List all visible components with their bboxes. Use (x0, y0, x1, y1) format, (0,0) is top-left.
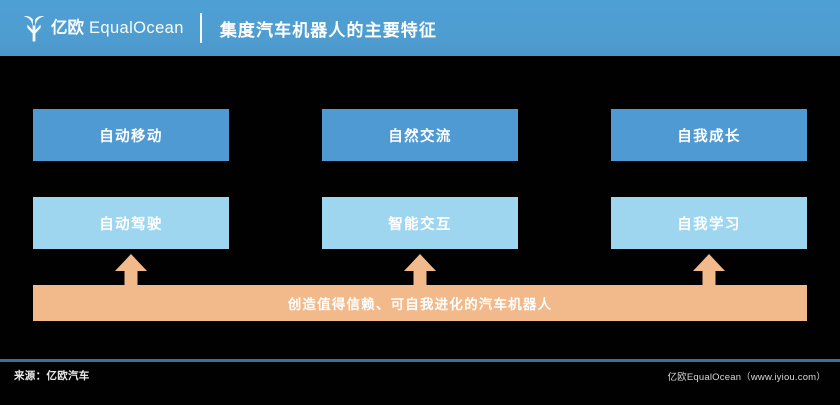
technology-box-3: 自我学习 (611, 197, 807, 249)
technology-box-2: 智能交互 (322, 197, 518, 249)
diagram-board: 自动移动 自然交流 自我成长 自动驾驶 智能交互 自我学习 创造值得信赖、可自我… (0, 56, 840, 356)
capability-box-3: 自我成长 (611, 109, 807, 161)
header-bar: 亿欧 EqualOcean 集度汽车机器人的主要特征 (0, 0, 840, 56)
vision-banner: 创造值得信赖、可自我进化的汽车机器人 (33, 285, 807, 321)
brand-logo: 亿欧 EqualOcean (22, 11, 184, 45)
arrow-up-icon-1 (114, 254, 148, 290)
page-title: 集度汽车机器人的主要特征 (219, 20, 438, 40)
credit-label: 亿欧EqualOcean（www.iyiou.com） (667, 372, 826, 383)
header-divider (199, 13, 202, 43)
brand-wordmark: 亿欧 EqualOcean (51, 20, 184, 37)
arrow-up-icon-2 (403, 254, 437, 290)
brand-name-cn: 亿欧 (51, 18, 84, 37)
capability-box-1: 自动移动 (33, 109, 229, 161)
brand-name-en: EqualOcean (84, 18, 184, 37)
capability-box-2: 自然交流 (322, 109, 518, 161)
footer-divider (0, 359, 840, 362)
footer-bar: 来源：亿欧汽车 亿欧EqualOcean（www.iyiou.com） (0, 362, 840, 405)
arrow-up-icon-3 (692, 254, 726, 290)
equalocean-sprout-logo-icon (23, 15, 45, 41)
vision-banner-text: 创造值得信赖、可自我进化的汽车机器人 (287, 297, 553, 312)
source-label: 来源：亿欧汽车 (14, 370, 90, 382)
technology-box-1: 自动驾驶 (33, 197, 229, 249)
